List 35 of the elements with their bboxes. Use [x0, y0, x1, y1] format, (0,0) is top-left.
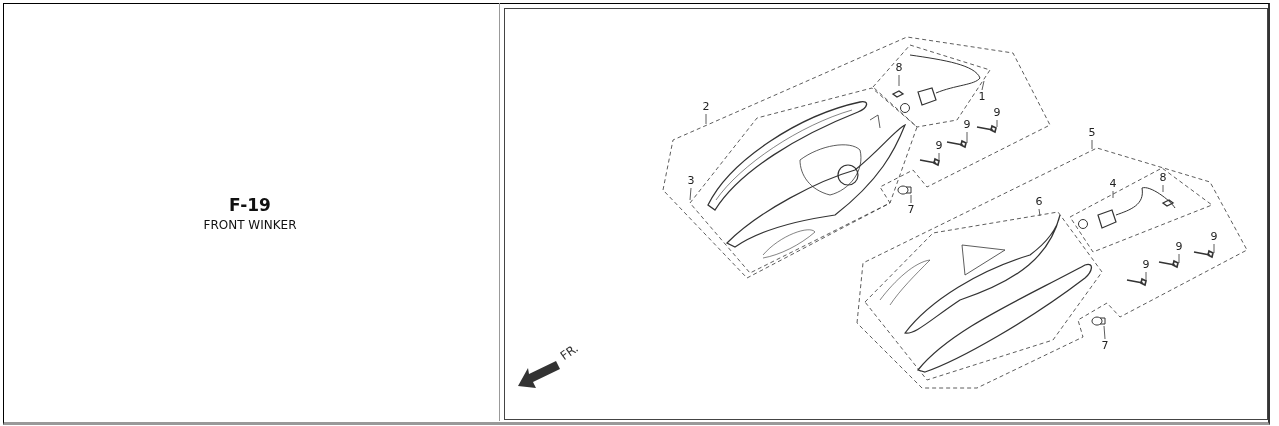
leader-line	[1103, 325, 1106, 340]
leader-line	[996, 119, 998, 128]
leader-line	[1162, 184, 1164, 193]
callout-number: 9	[933, 140, 945, 152]
callout-number: 4	[1107, 178, 1119, 190]
callout-number: 2	[700, 101, 712, 113]
leader-line	[1145, 271, 1147, 282]
callout-number: 9	[1208, 231, 1220, 243]
leader-line	[938, 152, 940, 162]
callout-number: 6	[1033, 196, 1045, 208]
leader-line	[981, 80, 985, 91]
leader-line	[910, 194, 912, 204]
leader-line	[705, 113, 707, 125]
leader-line	[1038, 208, 1041, 217]
callout-number: 9	[1140, 259, 1152, 271]
callout-number: 9	[961, 119, 973, 131]
callout-number: 5	[1086, 127, 1098, 139]
leader-line	[1178, 253, 1180, 264]
direction-label: FR.	[557, 340, 581, 364]
leader-line	[966, 131, 968, 144]
callout-number: 7	[905, 204, 917, 216]
callout-number: 8	[1157, 172, 1169, 184]
callout-number: 3	[685, 175, 697, 187]
leader-line	[1091, 139, 1093, 150]
callout-number: 1	[976, 91, 988, 103]
diagram-caption: FRONT WINKER	[202, 218, 298, 232]
leader-line	[1112, 190, 1114, 199]
leader-line	[1213, 243, 1215, 254]
leader-line	[898, 74, 900, 87]
callout-number: 7	[1099, 340, 1111, 352]
callout-number: 9	[991, 107, 1003, 119]
callout-number: 8	[893, 62, 905, 74]
leader-line	[689, 187, 692, 201]
diagram-title: F-19	[228, 195, 272, 215]
callout-number: 9	[1173, 241, 1185, 253]
